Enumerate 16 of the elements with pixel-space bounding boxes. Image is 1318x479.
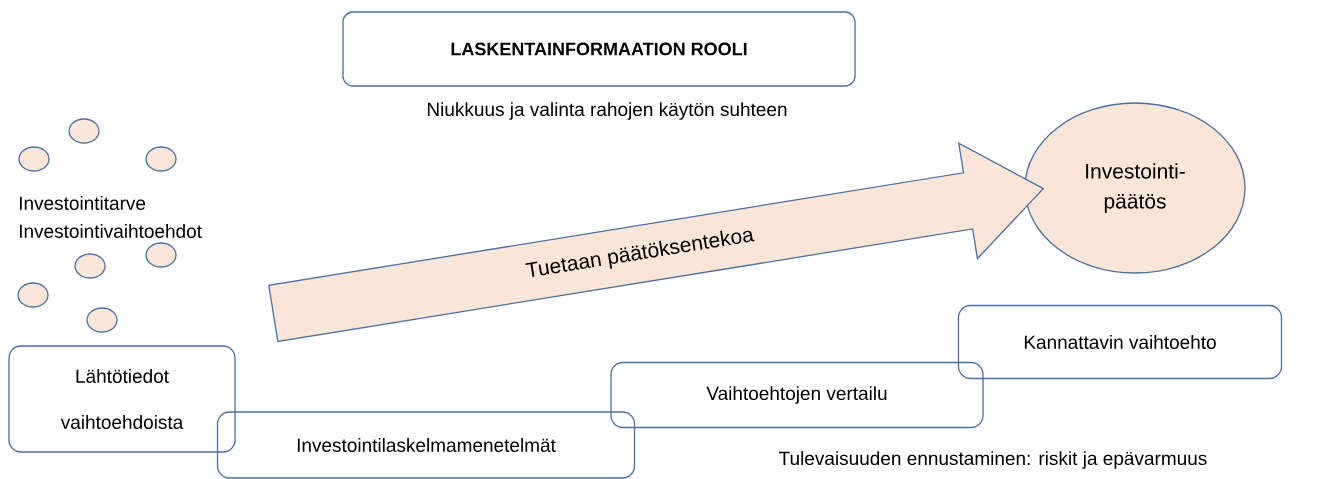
note-text: Investointitarve: [19, 196, 146, 210]
note-text: Niukkuus ja valinta rahojen käytön suhteen: [427, 102, 787, 120]
text-box: Kannattavin vaihtoehto: [957, 304, 1283, 380]
small-circle: [68, 118, 100, 144]
small-circle: [145, 146, 177, 172]
small-circle: [86, 307, 118, 333]
text-box: Investointilaskelmamenetelmät: [216, 411, 636, 479]
title-box: LASKENTAINFORMAATION ROOLI: [342, 11, 856, 87]
note-text: Investointivaihtoehdot: [19, 224, 202, 238]
small-circle: [18, 146, 50, 172]
text-box: Lähtötiedot vaihtoehdoista: [8, 345, 236, 453]
small-circle: [74, 253, 106, 279]
small-circle: [145, 242, 177, 268]
note-text: Tulevaisuuden ennustaminen: riskit ja epävarmuus: [779, 451, 1207, 469]
text-box: Vaihtoehtojen vertailu: [610, 361, 984, 429]
small-circle: [17, 282, 49, 308]
